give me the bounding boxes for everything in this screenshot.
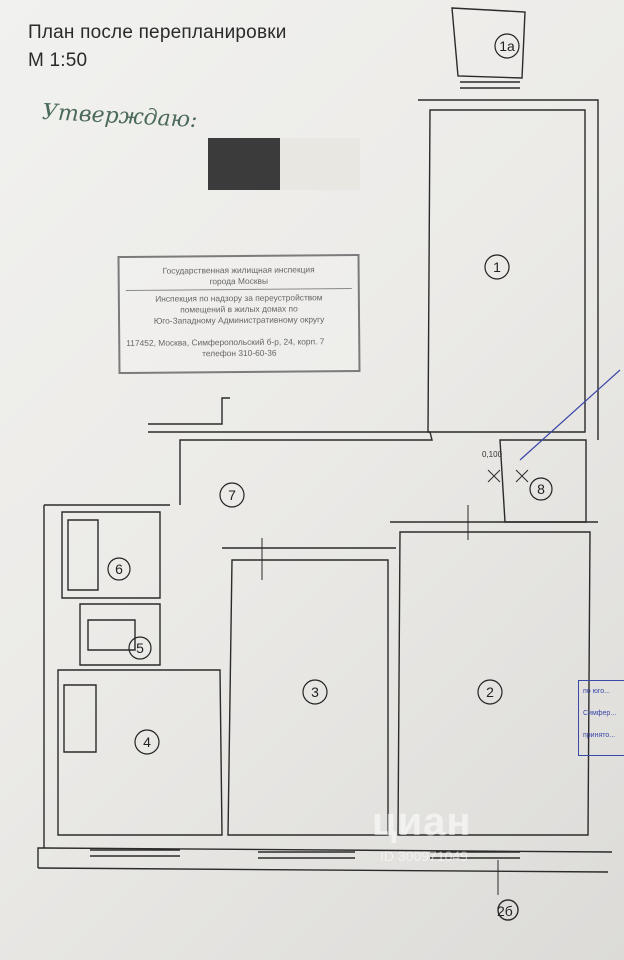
- wall-room-1: [427, 109, 586, 433]
- wall-room-5: [79, 603, 161, 666]
- annotation-box: по юго... Симфер... принято...: [578, 680, 624, 756]
- kitchen-stove: [63, 684, 97, 753]
- room-5-marker: [128, 636, 152, 660]
- room-4-marker: [134, 729, 160, 755]
- annotation-line: принято...: [583, 732, 616, 739]
- wall-room-1a: [451, 7, 526, 79]
- room-label: 3: [311, 684, 319, 700]
- axis-label: 2б: [497, 903, 513, 919]
- outer-wall-left: [37, 505, 45, 868]
- redaction-light: [280, 138, 360, 190]
- room-label: 2: [486, 684, 494, 700]
- room-8-marker: [529, 477, 553, 501]
- outer-wall-bottom: [37, 867, 609, 873]
- plan-title: План после перепланировки: [28, 22, 287, 43]
- room-label: 6: [115, 561, 123, 577]
- watermark-logo: циан: [372, 800, 472, 844]
- room-label: 8: [537, 481, 545, 497]
- cross-mark: [487, 469, 529, 483]
- wall-room-3: [227, 559, 389, 836]
- axis-circle: [497, 899, 519, 921]
- wall-room-2: [397, 531, 591, 836]
- room-label: 5: [136, 640, 144, 656]
- window: [460, 81, 520, 89]
- annotation-line: Симфер...: [583, 710, 617, 717]
- annotation-line: по юго...: [583, 688, 611, 695]
- outer-wall-top: [418, 99, 599, 440]
- watermark-id: ID 300971049: [380, 848, 468, 864]
- room-6-marker: [107, 557, 131, 581]
- wall-room-4: [57, 669, 223, 836]
- toilet-fixture: [87, 619, 136, 651]
- bathtub: [67, 519, 99, 591]
- room-label: 1: [493, 259, 501, 275]
- dimension-label: 0,100: [482, 450, 503, 459]
- annotation-arrow: [519, 369, 621, 461]
- section-mark: [261, 505, 469, 580]
- room-2-marker: [477, 679, 503, 705]
- room-label: 4: [143, 734, 151, 750]
- wall-room-6: [61, 511, 161, 599]
- room-1a-marker: [494, 33, 520, 59]
- window: [430, 851, 520, 859]
- window: [90, 849, 180, 857]
- plan-scale: М 1:50: [28, 50, 88, 71]
- room-3-marker: [302, 679, 328, 705]
- room-7-marker: [219, 482, 245, 508]
- wall-corridor-notch: [148, 397, 230, 425]
- window: [258, 851, 355, 859]
- room-1-marker: [484, 254, 510, 280]
- room-label: 7: [228, 487, 236, 503]
- wall-corridor: [148, 431, 433, 505]
- room-label: 1a: [499, 38, 515, 54]
